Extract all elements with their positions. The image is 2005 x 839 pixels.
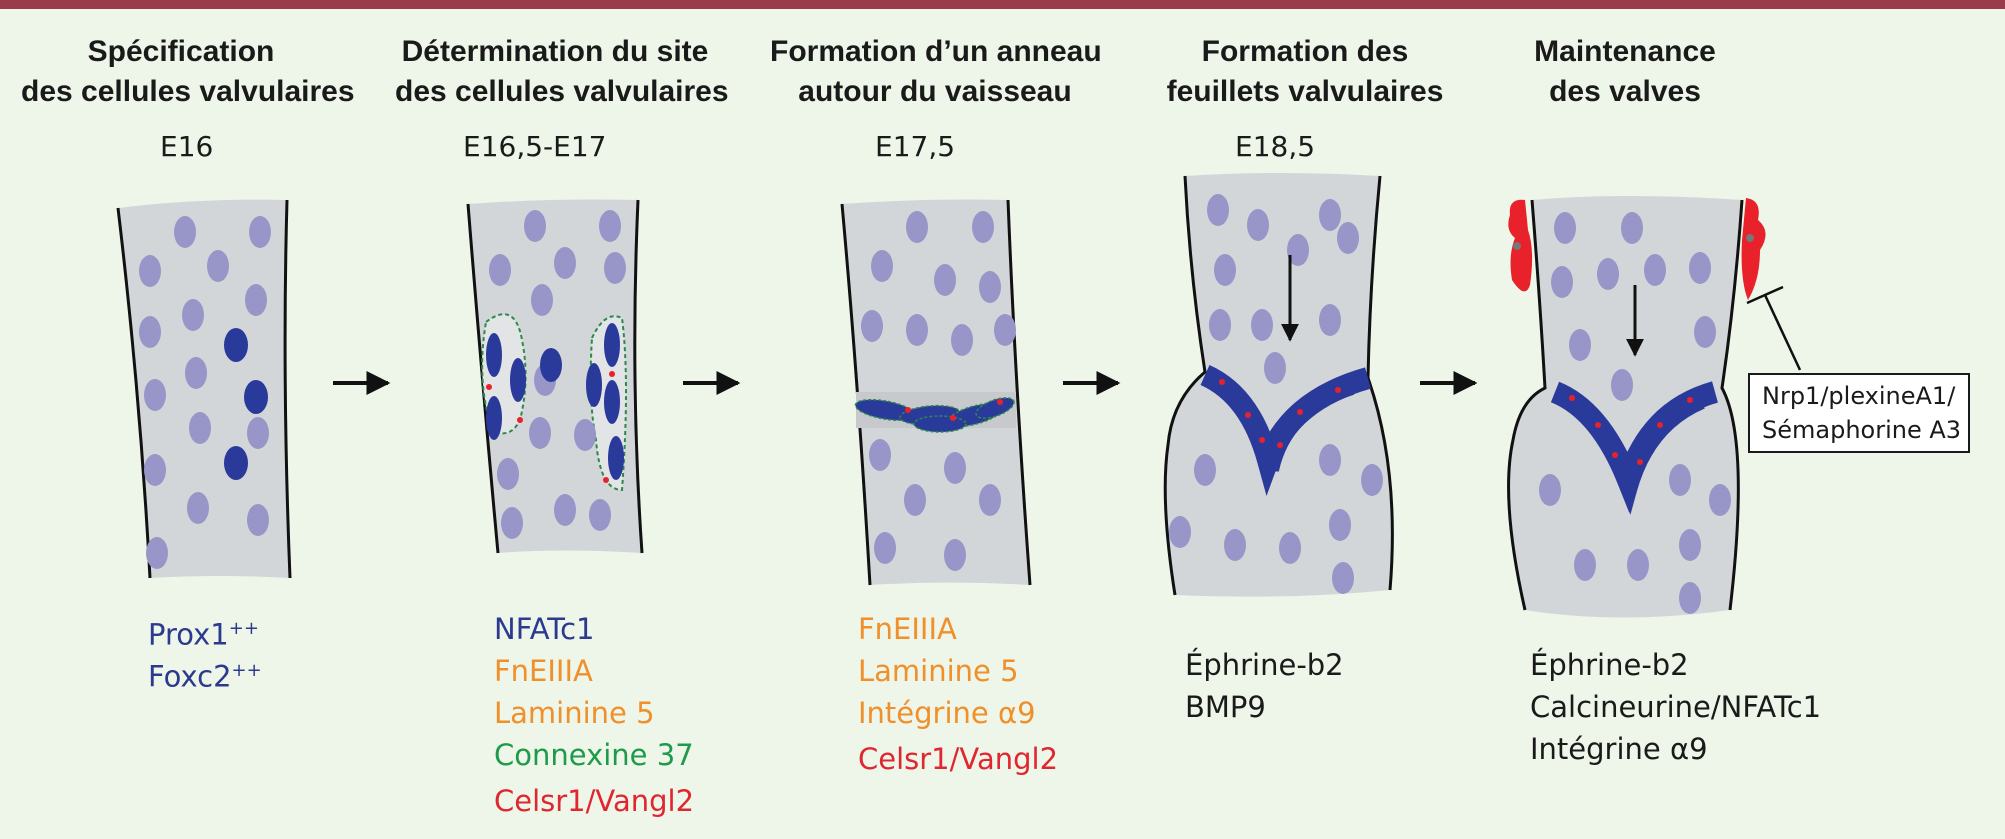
- marker-item: Éphrine-b2: [1530, 648, 1689, 682]
- marker-list-3: FnEIIIA Laminine 5 Intégrine α9 Celsr1/V…: [858, 608, 1058, 780]
- marker-item: Celsr1/Vangl2: [858, 742, 1059, 776]
- stage-age-2: E16,5-E17: [463, 130, 607, 163]
- marker-prox1: Prox1++: [148, 617, 259, 652]
- marker-item: Éphrine-b2: [1185, 648, 1344, 682]
- marker-item: BMP9: [1185, 690, 1266, 724]
- marker-item: FnEIIIA: [858, 612, 957, 646]
- vessel-panel-3: [840, 199, 1032, 586]
- marker-list-5: Éphrine-b2 Calcineurine/NFATc1 Intégrine…: [1530, 644, 1821, 770]
- marker-item: Intégrine α9: [858, 696, 1036, 730]
- marker-item: NFATc1: [494, 612, 595, 646]
- inhibitor-label-box: Nrp1/plexineA1/ Sémaphorine A3: [1748, 373, 1970, 453]
- marker-item: Laminine 5: [858, 654, 1019, 688]
- inhibition-line: [1763, 294, 1802, 371]
- red-cell-right: [1741, 198, 1766, 300]
- stage-age-4: E18,5: [1235, 130, 1316, 163]
- vessel-panel-1: [116, 199, 292, 579]
- vessel-panel-5: [1507, 196, 1802, 618]
- marker-list-1: Prox1++ Foxc2++: [148, 608, 262, 694]
- marker-list-2: NFATc1 FnEIIIA Laminine 5 Connexine 37 C…: [494, 608, 694, 822]
- marker-list-4: Éphrine-b2 BMP9: [1185, 644, 1344, 728]
- vessel-panel-2: [466, 199, 644, 554]
- vessel-panel-4: [1163, 173, 1394, 597]
- inhibitor-line-1: Nrp1/plexineA1/: [1762, 382, 1956, 410]
- marker-item: FnEIIIA: [494, 654, 593, 688]
- stage-age-1: E16: [160, 130, 214, 163]
- marker-item: Intégrine α9: [1530, 732, 1708, 766]
- marker-item: Calcineurine/NFATc1: [1530, 690, 1822, 724]
- top-accent-bar: [0, 0, 2005, 9]
- marker-foxc2: Foxc2++: [148, 659, 262, 694]
- stage-age-3: E17,5: [875, 130, 956, 163]
- inhibitor-line-2: Sémaphorine A3: [1762, 416, 1962, 444]
- marker-item: Laminine 5: [494, 696, 655, 730]
- marker-item: Connexine 37: [494, 738, 694, 772]
- marker-item: Celsr1/Vangl2: [494, 784, 695, 818]
